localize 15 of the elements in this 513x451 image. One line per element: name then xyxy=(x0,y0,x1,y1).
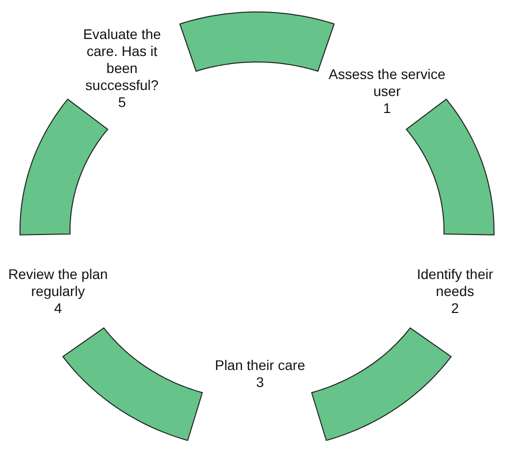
step-label: Evaluate the care. Has it been successful? xyxy=(82,26,162,94)
arc-segment xyxy=(311,327,452,442)
step-label: Review the plan regularly xyxy=(7,266,109,300)
arc-segment xyxy=(62,327,203,442)
arc-segment xyxy=(406,98,494,236)
arc-segment xyxy=(20,98,108,236)
arc-segment xyxy=(179,12,335,72)
step-number: 5 xyxy=(117,94,127,111)
step-number: 2 xyxy=(450,300,460,317)
step-number: 3 xyxy=(255,374,265,391)
step-number: 1 xyxy=(382,100,392,117)
step-number: 4 xyxy=(53,300,63,317)
step-label: Assess the service user xyxy=(328,66,446,100)
step-label: Plan their care xyxy=(214,357,306,374)
step-label: Identify their needs xyxy=(416,266,494,300)
